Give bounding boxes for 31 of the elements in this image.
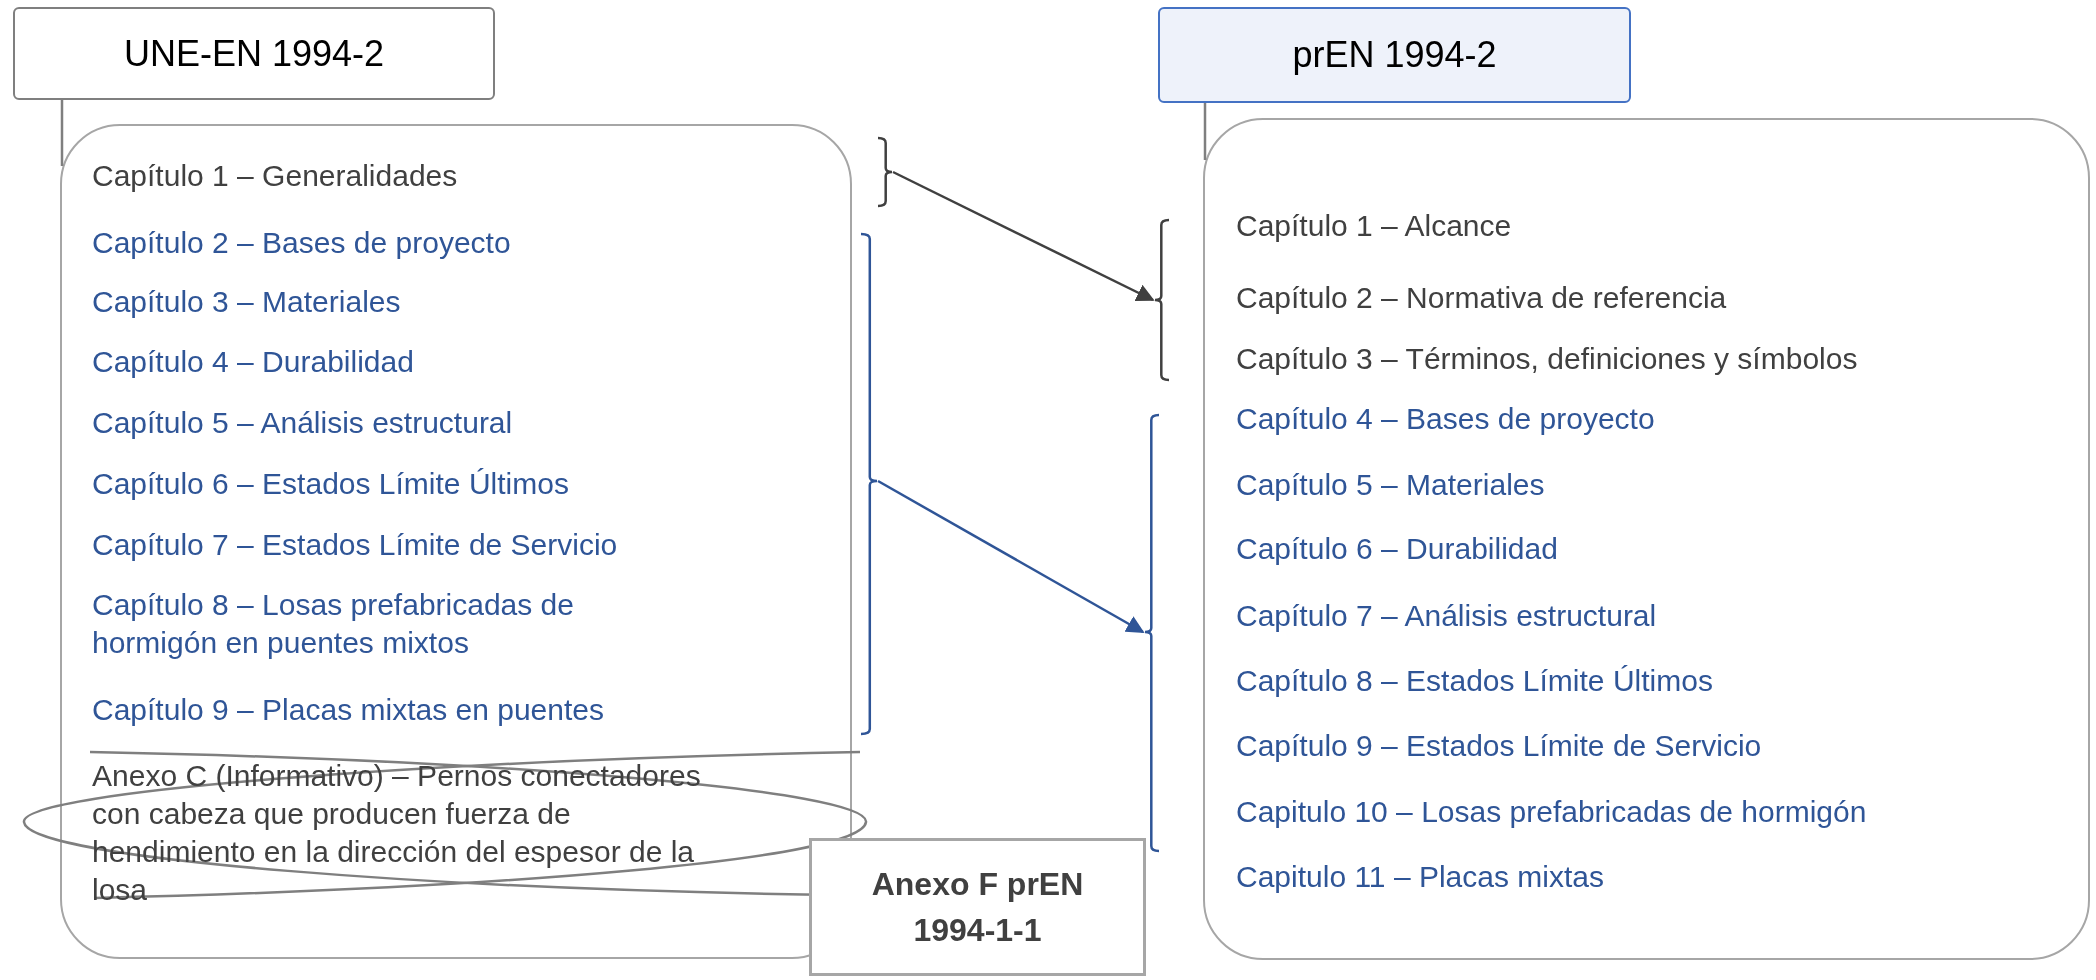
chapter-text: Capítulo 2 – Normativa de referencia bbox=[1236, 279, 2076, 317]
curly-brace bbox=[1155, 219, 1169, 381]
chapter-text: Capítulo 8 – Estados Límite Últimos bbox=[1236, 662, 2076, 700]
chapter-text: Capitulo 10 – Losas prefabricadas de hormigón bbox=[1236, 793, 2076, 831]
chapter-text: Capítulo 3 – Materiales bbox=[92, 283, 832, 321]
chapter-text: Capítulo 4 – Durabilidad bbox=[92, 343, 832, 381]
chapter-text: Capítulo 5 – Análisis estructural bbox=[92, 404, 832, 442]
chapter-text: Capítulo 3 – Términos, definiciones y símbolos bbox=[1236, 340, 2076, 378]
chapter-text: Capítulo 5 – Materiales bbox=[1236, 466, 2076, 504]
annex-box: Anexo F prEN 1994-1-1 bbox=[809, 838, 1146, 976]
arrow bbox=[892, 170, 1155, 302]
chapter-text: Capítulo 7 – Estados Límite de Servicio bbox=[92, 526, 832, 564]
chapter-text: Capítulo 1 – Alcance bbox=[1236, 207, 2076, 245]
curly-brace bbox=[1145, 414, 1159, 852]
chapter-text: Capítulo 6 – Estados Límite Últimos bbox=[92, 465, 832, 503]
chapter-text: Capítulo 6 – Durabilidad bbox=[1236, 530, 2076, 568]
chapter-text: Capítulo 4 – Bases de proyecto bbox=[1236, 400, 2076, 438]
chapter-text: Capítulo 9 – Placas mixtas en puentes bbox=[92, 691, 832, 729]
chapter-text: Capítulo 1 – Generalidades bbox=[92, 157, 832, 195]
chapter-text: Capítulo 8 – Losas prefabricadas de hormigón en puentes mixtos bbox=[92, 586, 692, 662]
chapter-text: Capítulo 7 – Análisis estructural bbox=[1236, 597, 2076, 635]
title-box: UNE-EN 1994-2 bbox=[13, 7, 495, 100]
title-box: prEN 1994-2 bbox=[1158, 7, 1631, 103]
curly-brace bbox=[861, 233, 877, 735]
connector-line bbox=[1203, 103, 1207, 160]
chapter-text: Capítulo 9 – Estados Límite de Servicio bbox=[1236, 727, 2076, 765]
chapter-text: Capítulo 2 – Bases de proyecto bbox=[92, 224, 832, 262]
rounded-panel bbox=[1203, 118, 2090, 960]
chapter-text: Capitulo 11 – Placas mixtas bbox=[1236, 858, 2076, 896]
curly-brace bbox=[878, 137, 892, 207]
connector-line bbox=[60, 100, 64, 166]
